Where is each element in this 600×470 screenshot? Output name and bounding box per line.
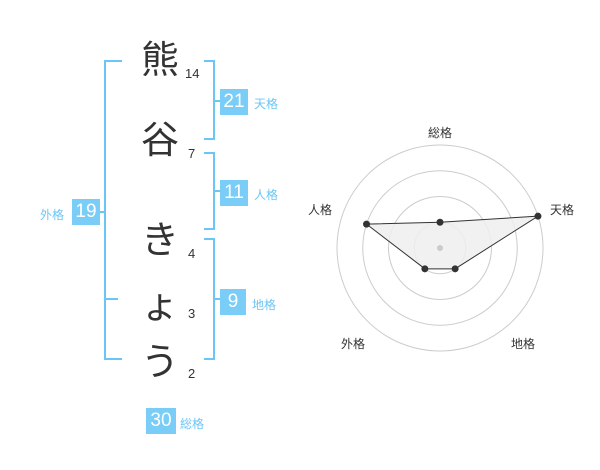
name-char-2: 谷	[140, 118, 179, 162]
radar-grid-ring	[388, 196, 492, 300]
radar-point-0	[436, 218, 444, 226]
radar-series-polygon	[365, 215, 539, 270]
chikaku-value: 9	[220, 289, 246, 315]
radar-axis-label-soukaku: 総格	[428, 126, 453, 140]
radar-axis-label-jinkaku: 人格	[308, 203, 333, 217]
soukaku-label: 総格	[180, 417, 205, 431]
radar-point-2	[451, 265, 459, 273]
jinkaku-value: 11	[220, 180, 248, 206]
radar-grid-ring	[336, 144, 544, 352]
radar-center-point	[437, 245, 443, 251]
stroke-count-3: 4	[188, 246, 196, 261]
radar-point-3	[421, 265, 429, 273]
chikaku-label: 地格	[252, 298, 277, 312]
soukaku-value: 30	[146, 408, 176, 434]
radar-axis-label-chikaku: 地格	[511, 337, 536, 351]
name-char-3: き	[140, 218, 179, 262]
gaikaku-label: 外格	[40, 208, 65, 222]
name-char-5: う	[140, 340, 179, 384]
stroke-count-1: 14	[185, 66, 200, 81]
radar-axis-label-tenkaku: 天格	[550, 203, 575, 217]
jinkaku-label: 人格	[254, 188, 279, 202]
gaikaku-value: 19	[72, 199, 100, 225]
stroke-count-5: 2	[188, 366, 196, 381]
tenkaku-value: 21	[220, 89, 248, 115]
tenkaku-label: 天格	[254, 97, 279, 111]
radar-grid-ring	[362, 170, 518, 326]
name-char-1: 熊	[140, 38, 179, 82]
stroke-count-4: 3	[188, 306, 196, 321]
radar-point-4	[363, 220, 371, 228]
stroke-count-2: 7	[188, 146, 196, 161]
radar-axis-label-gaikaku: 外格	[341, 337, 366, 351]
radar-point-1	[534, 212, 542, 220]
name-char-4: ょ	[140, 283, 179, 327]
